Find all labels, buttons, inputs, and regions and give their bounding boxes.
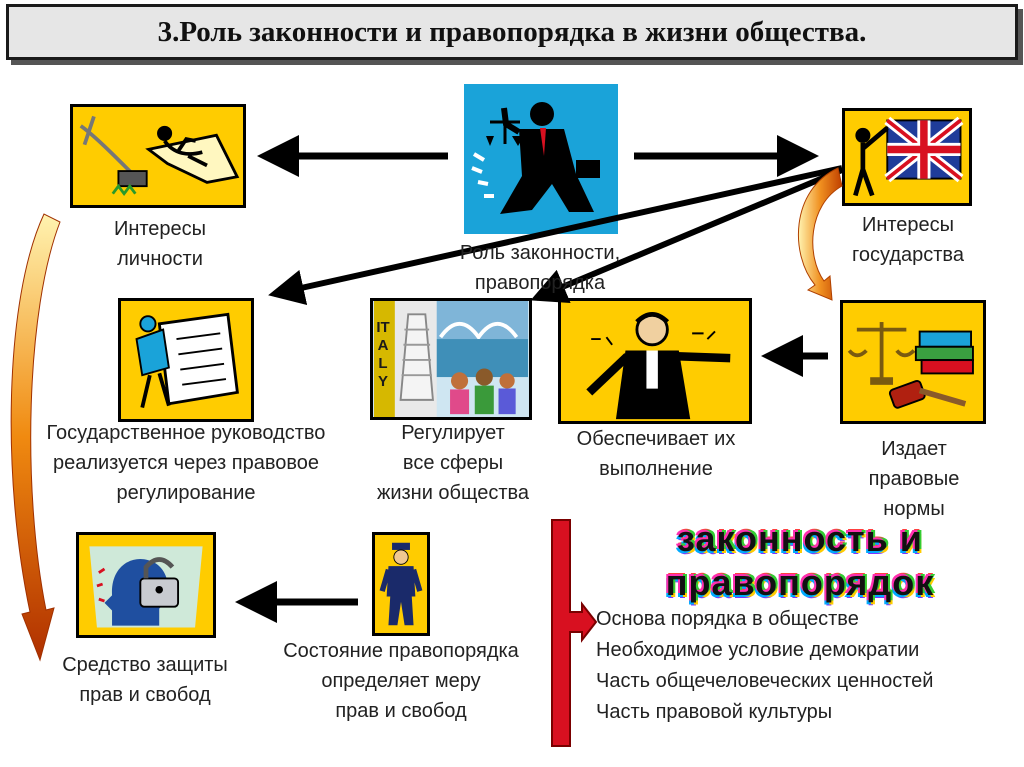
wordart-line-1: законность и bbox=[677, 518, 923, 559]
list-item: Основа порядка в обществе bbox=[596, 608, 859, 630]
ensures-label: Обеспечивает их выполнение bbox=[576, 428, 736, 480]
wordart-line-2: правопорядок bbox=[665, 562, 935, 603]
center-label: Роль законности, правопорядка bbox=[459, 242, 621, 294]
regulates-image: ITALY bbox=[370, 298, 532, 420]
page-title: 3.Роль законности и правопорядка в жизни… bbox=[157, 15, 867, 48]
scales-books-gavel-icon bbox=[847, 322, 974, 409]
italy-label: ITALY bbox=[376, 319, 390, 390]
order-state-image bbox=[372, 532, 430, 636]
italy-scene-icon bbox=[373, 301, 529, 417]
document-scroll-icon bbox=[135, 312, 239, 409]
lawyer-with-scales-icon bbox=[471, 102, 600, 214]
order-state-label: Состояние правопорядка определяет меру п… bbox=[283, 640, 519, 722]
personal-interests-label: Интересы личности bbox=[113, 218, 207, 270]
relaxing-person-icon bbox=[79, 115, 240, 197]
list-item: Часть правовой культуры bbox=[596, 701, 833, 723]
state-guidance-label: Государственное руководство реализуется … bbox=[46, 422, 326, 504]
title-box: 3.Роль законности и правопорядка в жизни… bbox=[6, 4, 1018, 60]
state-guidance-image bbox=[118, 298, 254, 422]
policeman-icon bbox=[379, 542, 423, 626]
head-lock-icon bbox=[89, 546, 203, 628]
regulates-label: Регулирует все сферы жизни общества bbox=[376, 422, 530, 504]
protection-label: Средство защиты прав и свобод bbox=[62, 654, 228, 706]
red-bracket bbox=[551, 519, 598, 747]
state-interests-label: Интересы государства bbox=[852, 214, 964, 266]
protection-image bbox=[76, 532, 216, 638]
legality-features-list: Основа порядка в обществе Необходимое ус… bbox=[596, 604, 933, 728]
personal-interests-image bbox=[70, 104, 246, 208]
judge-icon bbox=[586, 311, 731, 420]
list-item: Необходимое условие демократии bbox=[596, 639, 920, 661]
state-interests-image bbox=[842, 108, 972, 206]
uk-flag-icon bbox=[853, 116, 964, 197]
center-law-image bbox=[464, 84, 618, 234]
list-item: Часть общечеловеческих ценностей bbox=[596, 670, 934, 692]
issues-norms-label: Издает правовые нормы bbox=[868, 438, 960, 520]
ensures-image bbox=[558, 298, 752, 424]
issues-norms-image bbox=[840, 300, 986, 424]
